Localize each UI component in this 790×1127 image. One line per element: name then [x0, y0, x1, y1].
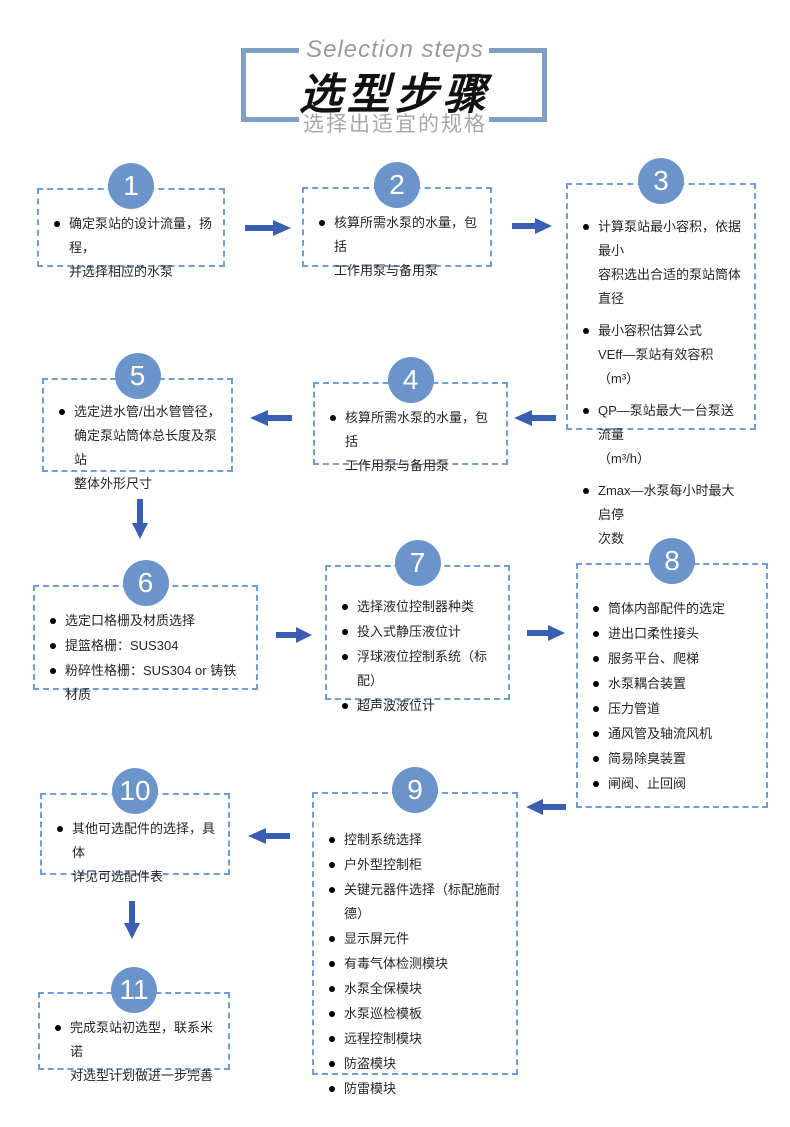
- page-title: 选型步骤: [299, 71, 491, 119]
- bullet: 进出口柔性接头: [592, 622, 758, 646]
- arrow-down-step10-to-step11-icon: [122, 901, 142, 939]
- bullet: 选择液位控制器种类: [341, 595, 500, 619]
- bullet: 关键元器件选择（标配施耐德）: [328, 878, 508, 926]
- bullet: 超声波液位计: [341, 694, 500, 718]
- step-7-box: 7 选择液位控制器种类 投入式静压液位计 浮球液位控制系统（标配） 超声波液位计: [325, 540, 510, 713]
- header-subtitle: 选择出适宜的规格: [303, 113, 487, 136]
- bullet: 防盗模块: [328, 1052, 508, 1076]
- step-10-bullets: 其他可选配件的选择，具体 详见可选配件表: [42, 795, 228, 896]
- bullet: 简易除臭装置: [592, 747, 758, 771]
- arrow-left-step3-to-step4-icon: [514, 408, 556, 428]
- step-10-box: 10 其他可选配件的选择，具体 详见可选配件表: [40, 768, 230, 884]
- bullet: 计算泵站最小容积，依据最小 容积选出合适的泵站筒体直径: [582, 215, 746, 311]
- bullet: 闸阀、止回阀: [592, 772, 758, 796]
- step-5-box: 5 选定进水管/出水管管径， 确定泵站筒体总长度及泵站 整体外形尺寸: [42, 353, 233, 491]
- bullet: 服务平台、爬梯: [592, 647, 758, 671]
- step-11-number-badge: 11: [111, 967, 157, 1013]
- bullet: 提篮格栅：SUS304: [49, 634, 248, 658]
- step-3-bullets: 计算泵站最小容积，依据最小 容积选出合适的泵站筒体直径 最小容积估算公式 VEf…: [568, 185, 754, 565]
- bullet: 压力管道: [592, 697, 758, 721]
- header-bracket-left-decoration: [241, 48, 299, 122]
- bullet: 户外型控制柜: [328, 853, 508, 877]
- arrow-right-step6-to-step7-icon: [276, 625, 312, 645]
- step-7-number-badge: 7: [394, 540, 441, 586]
- step-9-box: 9 控制系统选择 户外型控制柜 关键元器件选择（标配施耐德） 显示屏元件 有毒气…: [312, 767, 518, 1096]
- step-2-number-badge: 2: [374, 162, 420, 208]
- step-4-bullets: 核算所需水泵的水量，包括 工作用泵与备用泵: [315, 384, 506, 485]
- step-3-number-badge: 3: [638, 158, 684, 204]
- bullet: 核算所需水泵的水量，包括 工作用泵与备用泵: [318, 211, 482, 283]
- arrow-right-step2-to-step3-icon: [512, 216, 552, 236]
- bullet: 显示屏元件: [328, 927, 508, 951]
- step-8-bullets: 筒体内部配件的选定 进出口柔性接头 服务平台、爬梯 水泵耦合装置 压力管道 通风…: [578, 565, 766, 803]
- step-10-number-badge: 10: [112, 768, 158, 814]
- bullet: 水泵全保模块: [328, 977, 508, 1001]
- bullet: 有毒气体检测模块: [328, 952, 508, 976]
- bullet: 粉碎性格栅：SUS304 or 铸铁材质: [49, 659, 248, 707]
- step-6-bullets: 选定口格栅及材质选择 提篮格栅：SUS304 粉碎性格栅：SUS304 or 铸…: [35, 587, 256, 714]
- bullet: QP—泵站最大一台泵送流量 （m³/h）: [582, 399, 746, 471]
- arrow-left-step4-to-step5-icon: [250, 408, 292, 428]
- step-7-bullets: 选择液位控制器种类 投入式静压液位计 浮球液位控制系统（标配） 超声波液位计: [327, 567, 508, 725]
- step-6-box: 6 选定口格栅及材质选择 提篮格栅：SUS304 粉碎性格栅：SUS304 or…: [33, 560, 258, 702]
- bullet: 确定泵站的设计流量，扬程， 并选择相应的水泵: [53, 212, 215, 284]
- bullet: 水泵耦合装置: [592, 672, 758, 696]
- header-title-english: Selection steps: [306, 36, 484, 63]
- step-5-number-badge: 5: [114, 353, 161, 399]
- arrow-right-step7-to-step8-icon: [527, 623, 565, 643]
- step-6-number-badge: 6: [122, 560, 169, 606]
- step-1-number-badge: 1: [108, 163, 154, 209]
- bullet: 远程控制模块: [328, 1027, 508, 1051]
- arrow-left-step9-to-step10-icon: [248, 826, 290, 846]
- step-8-number-badge: 8: [649, 538, 695, 584]
- bullet: 防雷模块: [328, 1077, 508, 1101]
- step-1-bullets: 确定泵站的设计流量，扬程， 并选择相应的水泵: [39, 190, 223, 291]
- bullet: 核算所需水泵的水量，包括 工作用泵与备用泵: [329, 406, 498, 478]
- bullet: 水泵巡检模板: [328, 1002, 508, 1026]
- bullet: 选定进水管/出水管管径， 确定泵站筒体总长度及泵站 整体外形尺寸: [58, 400, 223, 496]
- bullet: 投入式静压液位计: [341, 620, 500, 644]
- step-9-number-badge: 9: [392, 767, 438, 813]
- step-2-bullets: 核算所需水泵的水量，包括 工作用泵与备用泵: [304, 189, 490, 290]
- header-bracket-right-decoration: [489, 48, 547, 122]
- bullet: Zmax—水泵每小时最大启停 次数: [582, 479, 746, 551]
- step-4-number-badge: 4: [387, 357, 434, 403]
- bullet: 控制系统选择: [328, 828, 508, 852]
- arrow-left-step8-to-step9-icon: [526, 797, 566, 817]
- step-9-bullets: 控制系统选择 户外型控制柜 关键元器件选择（标配施耐德） 显示屏元件 有毒气体检…: [314, 794, 516, 1108]
- step-11-box: 11 完成泵站初选型，联系米诺 对选型计划做进一步完善: [38, 967, 230, 1083]
- step-2-box: 2 核算所需水泵的水量，包括 工作用泵与备用泵: [302, 162, 492, 278]
- step-4-box: 4 核算所需水泵的水量，包括 工作用泵与备用泵: [313, 357, 508, 473]
- bullet: 其他可选配件的选择，具体 详见可选配件表: [56, 817, 220, 889]
- bullet: 浮球液位控制系统（标配）: [341, 645, 500, 693]
- arrow-down-step5-to-step6-icon: [130, 499, 150, 539]
- bullet: 通风管及轴流风机: [592, 722, 758, 746]
- step-3-box: 3 计算泵站最小容积，依据最小 容积选出合适的泵站筒体直径 最小容积估算公式 V…: [566, 158, 756, 546]
- bullet: 筒体内部配件的选定: [592, 597, 758, 621]
- arrow-right-step1-to-step2-icon: [245, 218, 291, 238]
- step-1-box: 1 确定泵站的设计流量，扬程， 并选择相应的水泵: [37, 163, 225, 279]
- bullet: 最小容积估算公式 VEff—泵站有效容积（m³）: [582, 319, 746, 391]
- step-8-box: 8 筒体内部配件的选定 进出口柔性接头 服务平台、爬梯 水泵耦合装置 压力管道 …: [576, 538, 768, 808]
- bullet: 完成泵站初选型，联系米诺 对选型计划做进一步完善: [54, 1016, 220, 1088]
- bullet: 选定口格栅及材质选择: [49, 609, 248, 633]
- step-11-bullets: 完成泵站初选型，联系米诺 对选型计划做进一步完善: [40, 994, 228, 1095]
- step-5-bullets: 选定进水管/出水管管径， 确定泵站筒体总长度及泵站 整体外形尺寸: [44, 380, 231, 503]
